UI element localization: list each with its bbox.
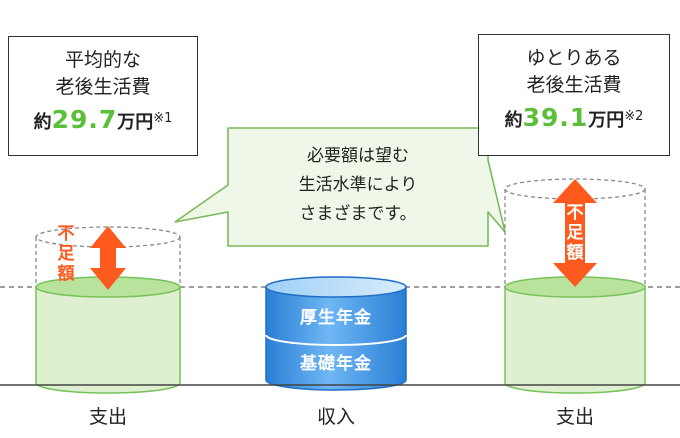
basic-pension-label: 基礎年金 <box>300 354 372 374</box>
employees-pension-label: 厚生年金 <box>300 308 372 328</box>
bubble-line1: 必要額は望む <box>307 146 409 166</box>
average-title-line1: 平均的な <box>64 49 141 71</box>
left-shortfall-char-1: 不 <box>57 224 75 244</box>
right-expense-label: 支出 <box>555 406 594 428</box>
bubble-line3: さまざまです。 <box>299 204 417 224</box>
average-living-cost-box: 平均的な 老後生活費 約29.7万円※1 <box>8 36 198 156</box>
comfortable-title-line1: ゆとりある <box>526 47 622 69</box>
right-shortfall-label: 不 足 額 <box>565 203 585 263</box>
right-shortfall-char-1: 不 <box>566 203 584 223</box>
average-amount-value: 29.7 <box>51 105 118 134</box>
comfortable-unit: 万円 <box>588 110 625 131</box>
income-cylinder <box>265 276 407 391</box>
left-expense-cylinder <box>35 226 181 394</box>
average-amount: 約29.7万円※1 <box>9 105 197 134</box>
average-note: ※1 <box>153 111 173 126</box>
left-shortfall-char-2: 足 <box>57 244 75 264</box>
average-unit: 万円 <box>117 112 154 133</box>
income-label: 収入 <box>316 406 355 428</box>
comfortable-amount-value: 39.1 <box>522 103 589 132</box>
comfortable-amount: 約39.1万円※2 <box>479 103 669 132</box>
average-title-line2: 老後生活費 <box>55 76 151 98</box>
comfortable-note: ※2 <box>624 109 644 124</box>
right-expense-cylinder <box>504 178 646 394</box>
comfortable-living-cost-box: ゆとりある 老後生活費 約39.1万円※2 <box>478 34 670 156</box>
left-expense-label: 支出 <box>88 406 127 428</box>
comfortable-title-line2: 老後生活費 <box>526 74 622 96</box>
average-prefix: 約 <box>33 112 52 133</box>
left-shortfall-char-3: 額 <box>57 264 75 284</box>
comfortable-prefix: 約 <box>504 110 523 131</box>
right-shortfall-char-3: 額 <box>566 243 584 263</box>
left-shortfall-label: 不 足 額 <box>56 224 76 284</box>
bubble-text: 必要額は望む 生活水準により さまざまです。 <box>248 142 468 229</box>
bubble-line2: 生活水準により <box>298 175 418 195</box>
right-shortfall-char-2: 足 <box>566 223 584 243</box>
